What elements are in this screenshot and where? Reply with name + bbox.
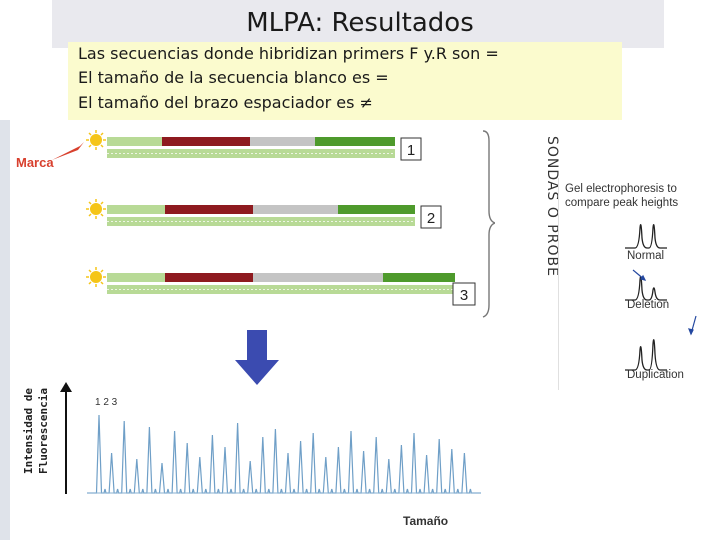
- probe-2: 2: [86, 199, 442, 229]
- probe-brace: [482, 130, 495, 318]
- peak-trace-line: [87, 414, 481, 494]
- gel-inset: Gel electrophoresis to compare peak heig…: [558, 178, 705, 390]
- inset-title: Gel electrophoresis to compare peak heig…: [565, 183, 679, 209]
- electropherogram: 1 2 3: [87, 397, 481, 494]
- inset-peaks: [625, 224, 697, 371]
- text-line-3: El tamaño del brazo espaciador es ≠: [78, 93, 373, 112]
- y-axis-label-line-1: Intensidad de: [22, 387, 35, 475]
- down-arrow-icon: [235, 330, 279, 385]
- title-bar: [52, 0, 664, 48]
- deletion-trace: [625, 276, 667, 301]
- text-line-2: El tamaño de la secuencia blanco es =: [78, 68, 389, 87]
- y-axis-label: Intensidad de Fluorescencia: [21, 351, 55, 511]
- probe-number-1: 1: [407, 142, 415, 159]
- marker-icon: [52, 142, 84, 160]
- deletion-label: Deletion: [627, 299, 670, 311]
- normal-label: Normal: [627, 250, 665, 262]
- probe-vertical-label: SONDAS O PROBE: [544, 136, 560, 277]
- normal-trace: [625, 224, 667, 249]
- probe-1: 1: [86, 130, 422, 161]
- probe-number-3: 3: [460, 287, 468, 304]
- text-line-1: Las secuencias donde hibridizan primers …: [78, 44, 499, 63]
- peak-labels: 1 2 3: [95, 397, 118, 408]
- marca-label: Marca: [16, 155, 54, 170]
- probe-number-2: 2: [427, 210, 435, 227]
- sun-icon: [86, 130, 106, 150]
- duplication-label: Duplication: [627, 369, 684, 381]
- y-axis-arrow: [60, 382, 72, 494]
- sun-icon: [86, 267, 106, 287]
- sun-icon: [86, 199, 106, 219]
- y-axis-label-line-2: Fluorescencia: [37, 387, 50, 475]
- x-axis-label: Tamaño: [403, 514, 449, 528]
- peak-trace: [87, 414, 481, 494]
- probe-3: 3: [86, 267, 476, 306]
- duplication-trace: [625, 339, 667, 371]
- slide-title: MLPA: Resultados: [246, 8, 474, 38]
- text-box: [68, 42, 622, 120]
- left-stripe: [0, 120, 10, 540]
- probe-diagram: 1 2: [86, 130, 495, 318]
